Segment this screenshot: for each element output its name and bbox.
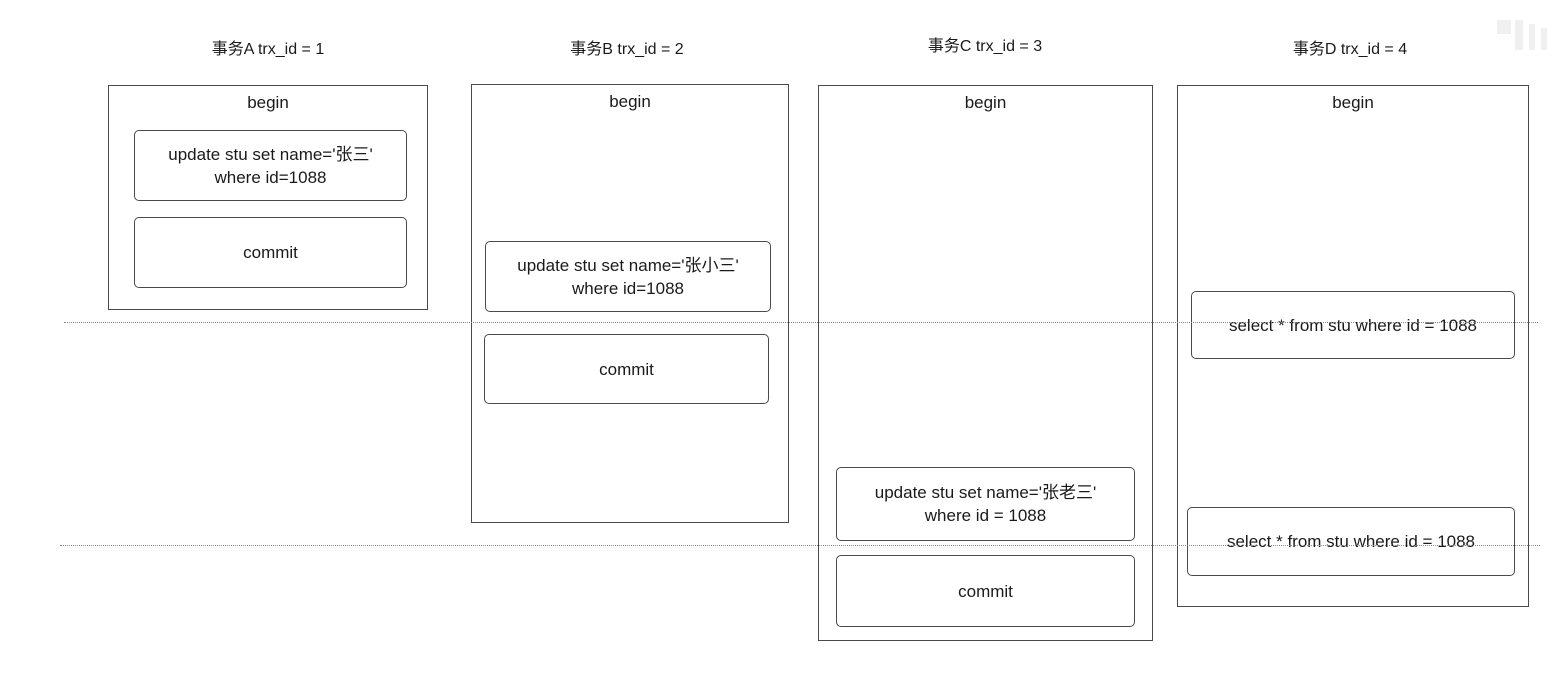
transaction-b-box: begin update stu set name='张小三' where id…: [471, 84, 789, 523]
step-line-1: update stu set name='张老三': [874, 483, 1097, 502]
transaction-d-begin: begin: [1332, 93, 1374, 112]
transaction-c-begin: begin: [964, 93, 1007, 112]
transaction-d-box: begin select * from stu where id = 1088 …: [1177, 85, 1529, 607]
step-line-1: select * from stu where id = 1088: [1226, 532, 1476, 551]
transaction-a-update-step: update stu set name='张三' where id=1088: [134, 130, 407, 201]
step-line-1: commit: [599, 359, 654, 379]
transaction-b-title: 事务B trx_id = 2: [570, 41, 684, 58]
step-line-2: where id=1088: [571, 278, 684, 298]
transaction-d-select-step-2: select * from stu where id = 1088: [1187, 507, 1515, 576]
transaction-a-title: 事务A trx_id = 1: [211, 41, 325, 58]
transaction-d-select-step-1: select * from stu where id = 1088: [1191, 291, 1515, 359]
watermark-logo: [1497, 20, 1547, 50]
timeline-divider-lower: [60, 545, 1540, 546]
transaction-d-title: 事务D trx_id = 4: [1292, 41, 1408, 58]
transaction-c-title: 事务C trx_id = 3: [927, 38, 1043, 55]
step-line-1: commit: [243, 243, 298, 262]
step-line-1: update stu set name='张小三': [517, 255, 739, 275]
step-line-1: update stu set name='张三': [168, 144, 373, 164]
step-line-1: select * from stu where id = 1088: [1228, 315, 1478, 335]
step-line-2: where id=1088: [214, 167, 327, 187]
step-line-2: where id = 1088: [924, 506, 1047, 525]
transaction-a-begin: begin: [247, 93, 289, 112]
transaction-a-commit-step: commit: [134, 217, 407, 288]
transaction-b-begin: begin: [609, 92, 651, 111]
transaction-a-box: begin update stu set name='张三' where id=…: [108, 85, 428, 310]
timeline-divider-upper: [64, 322, 1538, 323]
transaction-b-update-step: update stu set name='张小三' where id=1088: [485, 241, 771, 312]
step-line-1: commit: [958, 581, 1013, 601]
transaction-c-box: begin update stu set name='张老三' where id…: [818, 85, 1153, 641]
transaction-b-commit-step: commit: [484, 334, 769, 404]
transaction-c-commit-step: commit: [836, 555, 1135, 627]
transaction-c-update-step: update stu set name='张老三' where id = 108…: [836, 467, 1135, 541]
